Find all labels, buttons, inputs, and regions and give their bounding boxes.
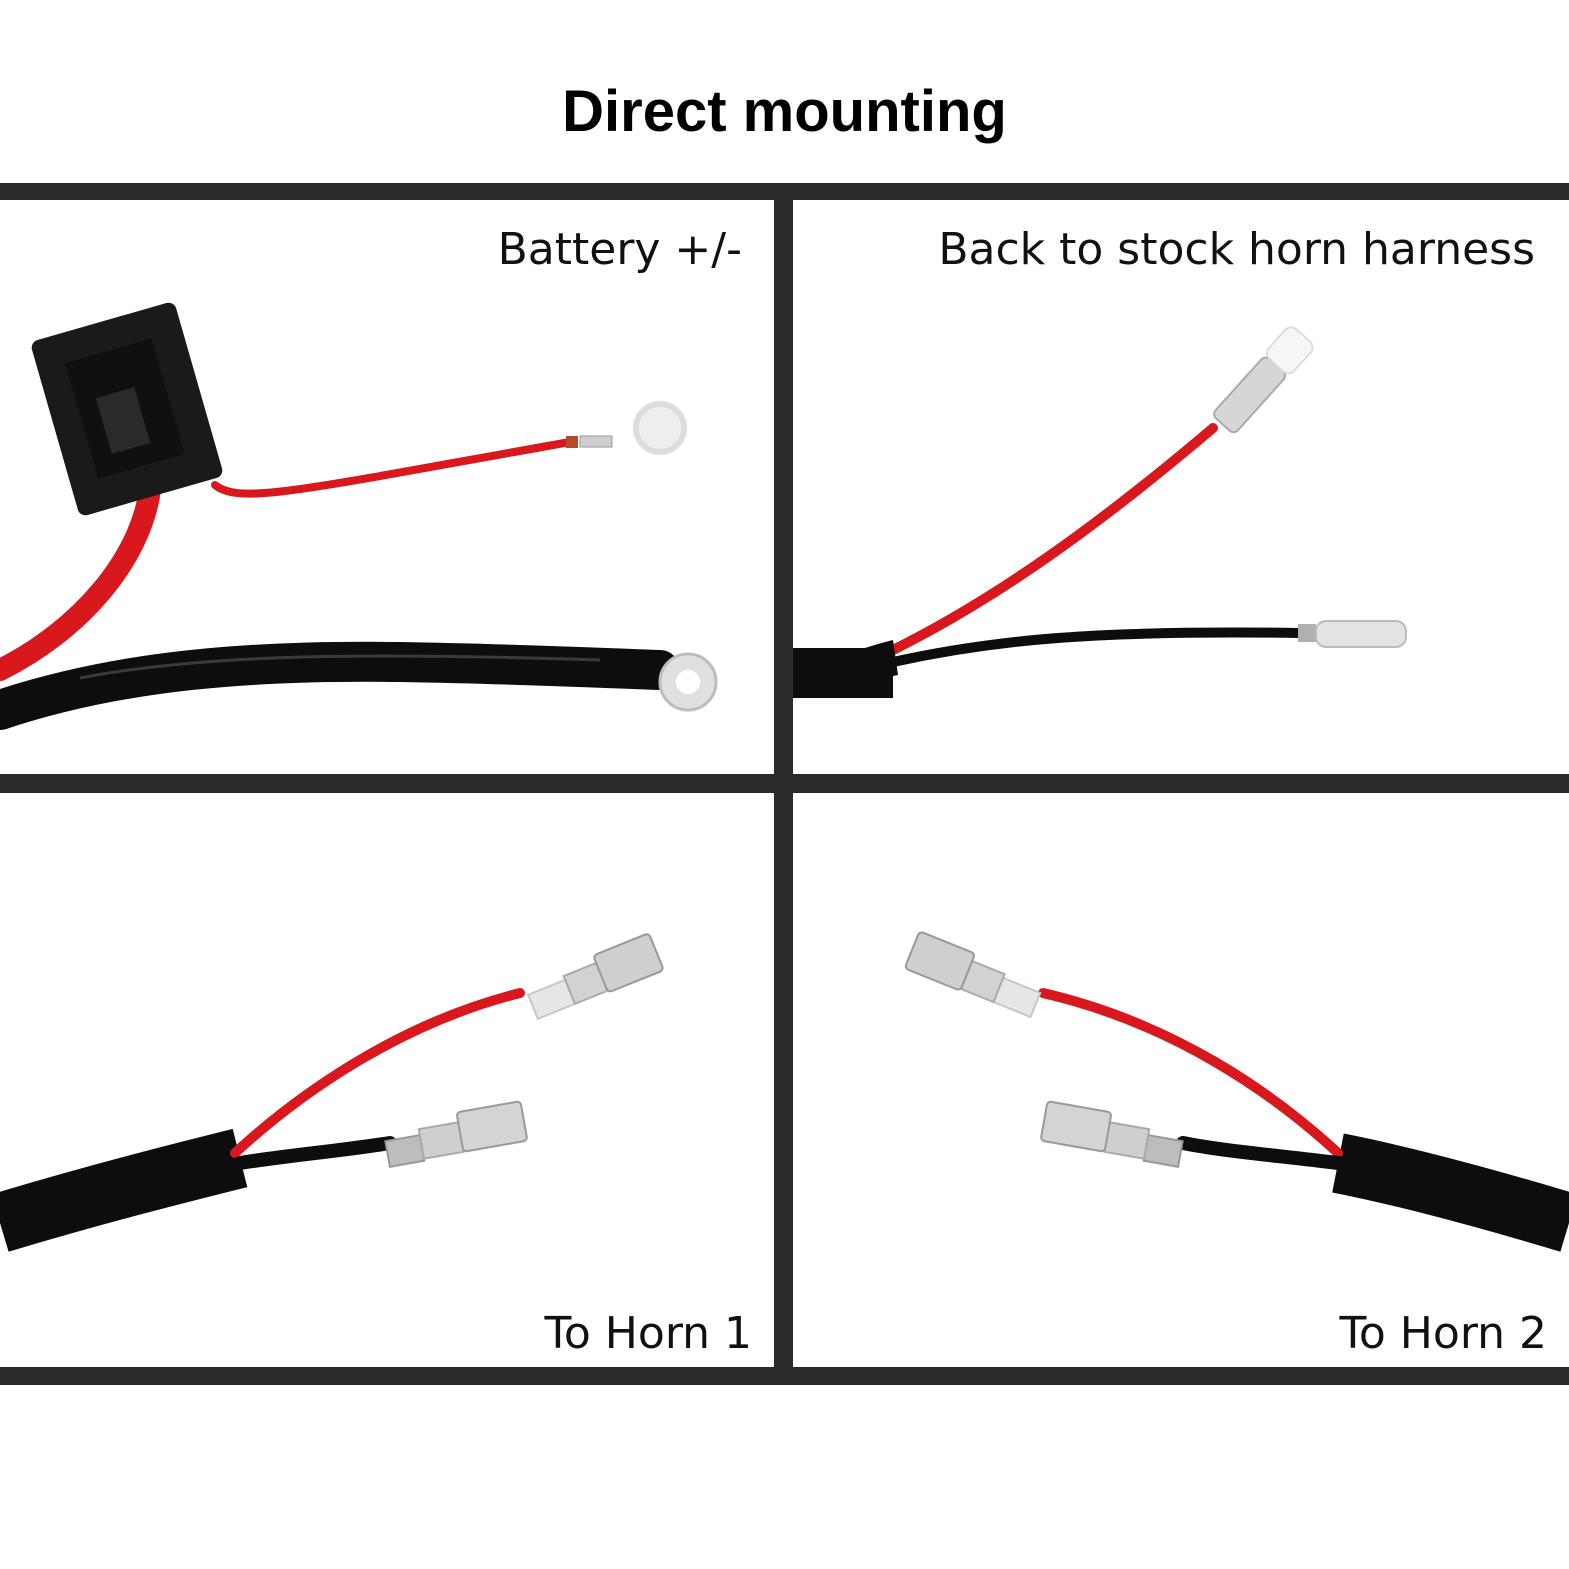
panel-label-horn-2: To Horn 2 (1339, 1308, 1548, 1359)
fuse-holder-wire-photo (0, 302, 718, 730)
panel-horn-2: To Horn 2 (793, 793, 1569, 1367)
panel-label-battery: Battery +/- (497, 224, 742, 275)
panel-label-stock-harness: Back to stock horn harness (938, 224, 1535, 275)
panel-battery: Battery +/- (0, 200, 774, 774)
panel-label-horn-1: To Horn 1 (544, 1308, 753, 1359)
spade-terminal-wires-photo (0, 933, 664, 1252)
panel-stock-harness: Back to stock horn harness (793, 200, 1569, 774)
bottom-whitespace (0, 1385, 1569, 1569)
spade-terminal-wires-photo (904, 931, 1569, 1252)
panel-horn-1: To Horn 1 (0, 793, 774, 1367)
page-title: Direct mounting (562, 79, 1007, 144)
connector-wires-photo (793, 326, 1407, 698)
